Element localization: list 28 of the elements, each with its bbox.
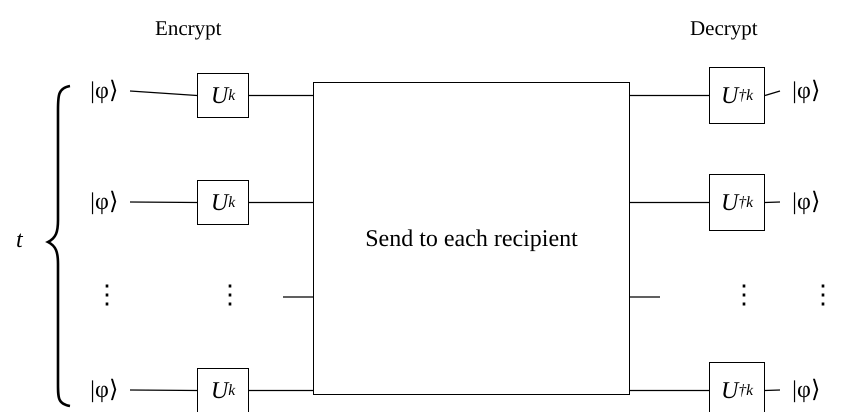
column-heading: Encrypt [155,18,222,39]
wire [630,202,709,204]
ket-label: |φ⟩ [78,183,130,221]
wire [249,390,313,392]
wire [130,201,197,204]
wire [249,202,313,204]
wire [630,296,660,298]
wire [764,389,780,392]
wire [630,94,709,96]
wire [130,389,197,392]
wire [764,90,780,96]
ket-label: |φ⟩ [780,371,832,409]
ellipsis-dots: ⋮ [217,282,243,308]
ket-label: |φ⟩ [78,72,130,110]
wire [249,94,313,96]
wire [130,90,198,96]
wire [283,296,313,298]
ket-label: |φ⟩ [780,183,832,221]
channel-box: Send to each recipient [313,82,630,395]
wire [764,201,780,204]
ellipsis-dots: ⋮ [810,282,836,308]
ket-label: |φ⟩ [780,72,832,110]
ellipsis-dots: ⋮ [731,282,757,308]
wire [630,390,709,392]
ellipsis-dots: ⋮ [94,282,120,308]
variable-label: t [16,228,23,252]
column-heading: Decrypt [690,18,758,39]
ket-label: |φ⟩ [78,371,130,409]
